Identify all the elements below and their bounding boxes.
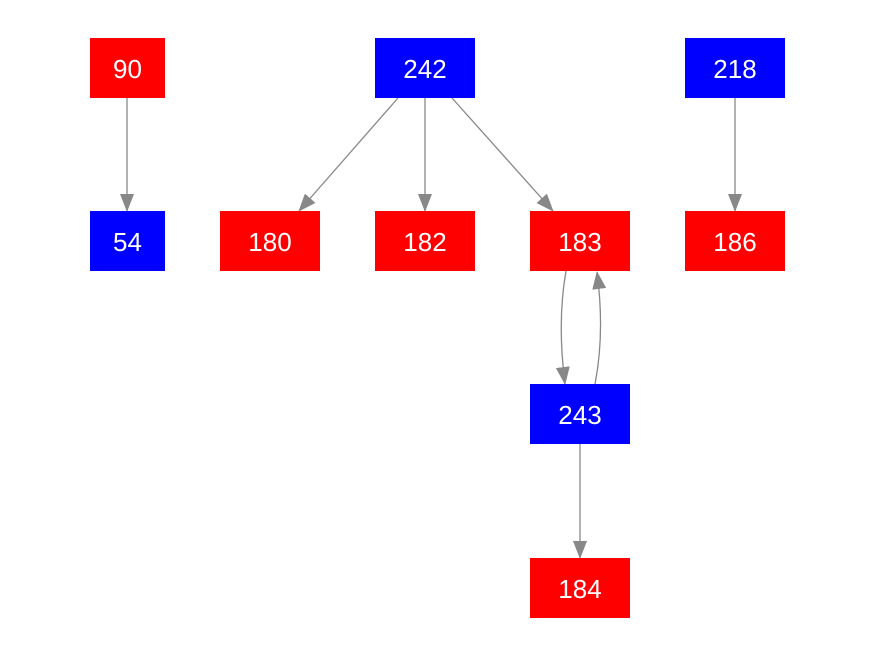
node-182-box bbox=[375, 211, 475, 271]
node-186-box bbox=[685, 211, 785, 271]
edge-242-to-180 bbox=[298, 97, 399, 212]
node-184-label: 184 bbox=[558, 574, 601, 604]
node-180-label: 180 bbox=[248, 227, 291, 257]
node-183-label: 183 bbox=[558, 227, 601, 257]
node-182[interactable]: 182 bbox=[375, 211, 475, 271]
node-183[interactable]: 183 bbox=[530, 211, 630, 271]
node-182-label: 182 bbox=[403, 227, 446, 257]
node-183-box bbox=[530, 211, 630, 271]
node-186-label: 186 bbox=[713, 227, 756, 257]
edges bbox=[120, 97, 742, 559]
edge-242-to-183 bbox=[451, 97, 554, 212]
node-184[interactable]: 184 bbox=[530, 558, 630, 618]
node-242-label: 242 bbox=[403, 54, 446, 84]
node-180[interactable]: 180 bbox=[220, 211, 320, 271]
node-218-box bbox=[685, 38, 785, 98]
node-54-box bbox=[90, 211, 165, 271]
node-184-box bbox=[530, 558, 630, 618]
node-218[interactable]: 218 bbox=[685, 38, 785, 98]
node-186[interactable]: 186 bbox=[685, 211, 785, 271]
node-243-box bbox=[530, 384, 630, 444]
node-90-box bbox=[90, 38, 165, 98]
node-90-label: 90 bbox=[113, 54, 142, 84]
node-54-label: 54 bbox=[113, 227, 142, 257]
nodes: 90 54 242 180 182 183 218 186 bbox=[90, 38, 785, 618]
edge-243-to-183 bbox=[592, 271, 607, 385]
node-243[interactable]: 243 bbox=[530, 384, 630, 444]
node-218-label: 218 bbox=[713, 54, 756, 84]
node-54[interactable]: 54 bbox=[90, 211, 165, 271]
node-242-box bbox=[375, 38, 475, 98]
node-242[interactable]: 242 bbox=[375, 38, 475, 98]
edge-183-to-243 bbox=[555, 270, 570, 385]
node-243-label: 243 bbox=[558, 400, 601, 430]
node-180-box bbox=[220, 211, 320, 271]
node-90[interactable]: 90 bbox=[90, 38, 165, 98]
